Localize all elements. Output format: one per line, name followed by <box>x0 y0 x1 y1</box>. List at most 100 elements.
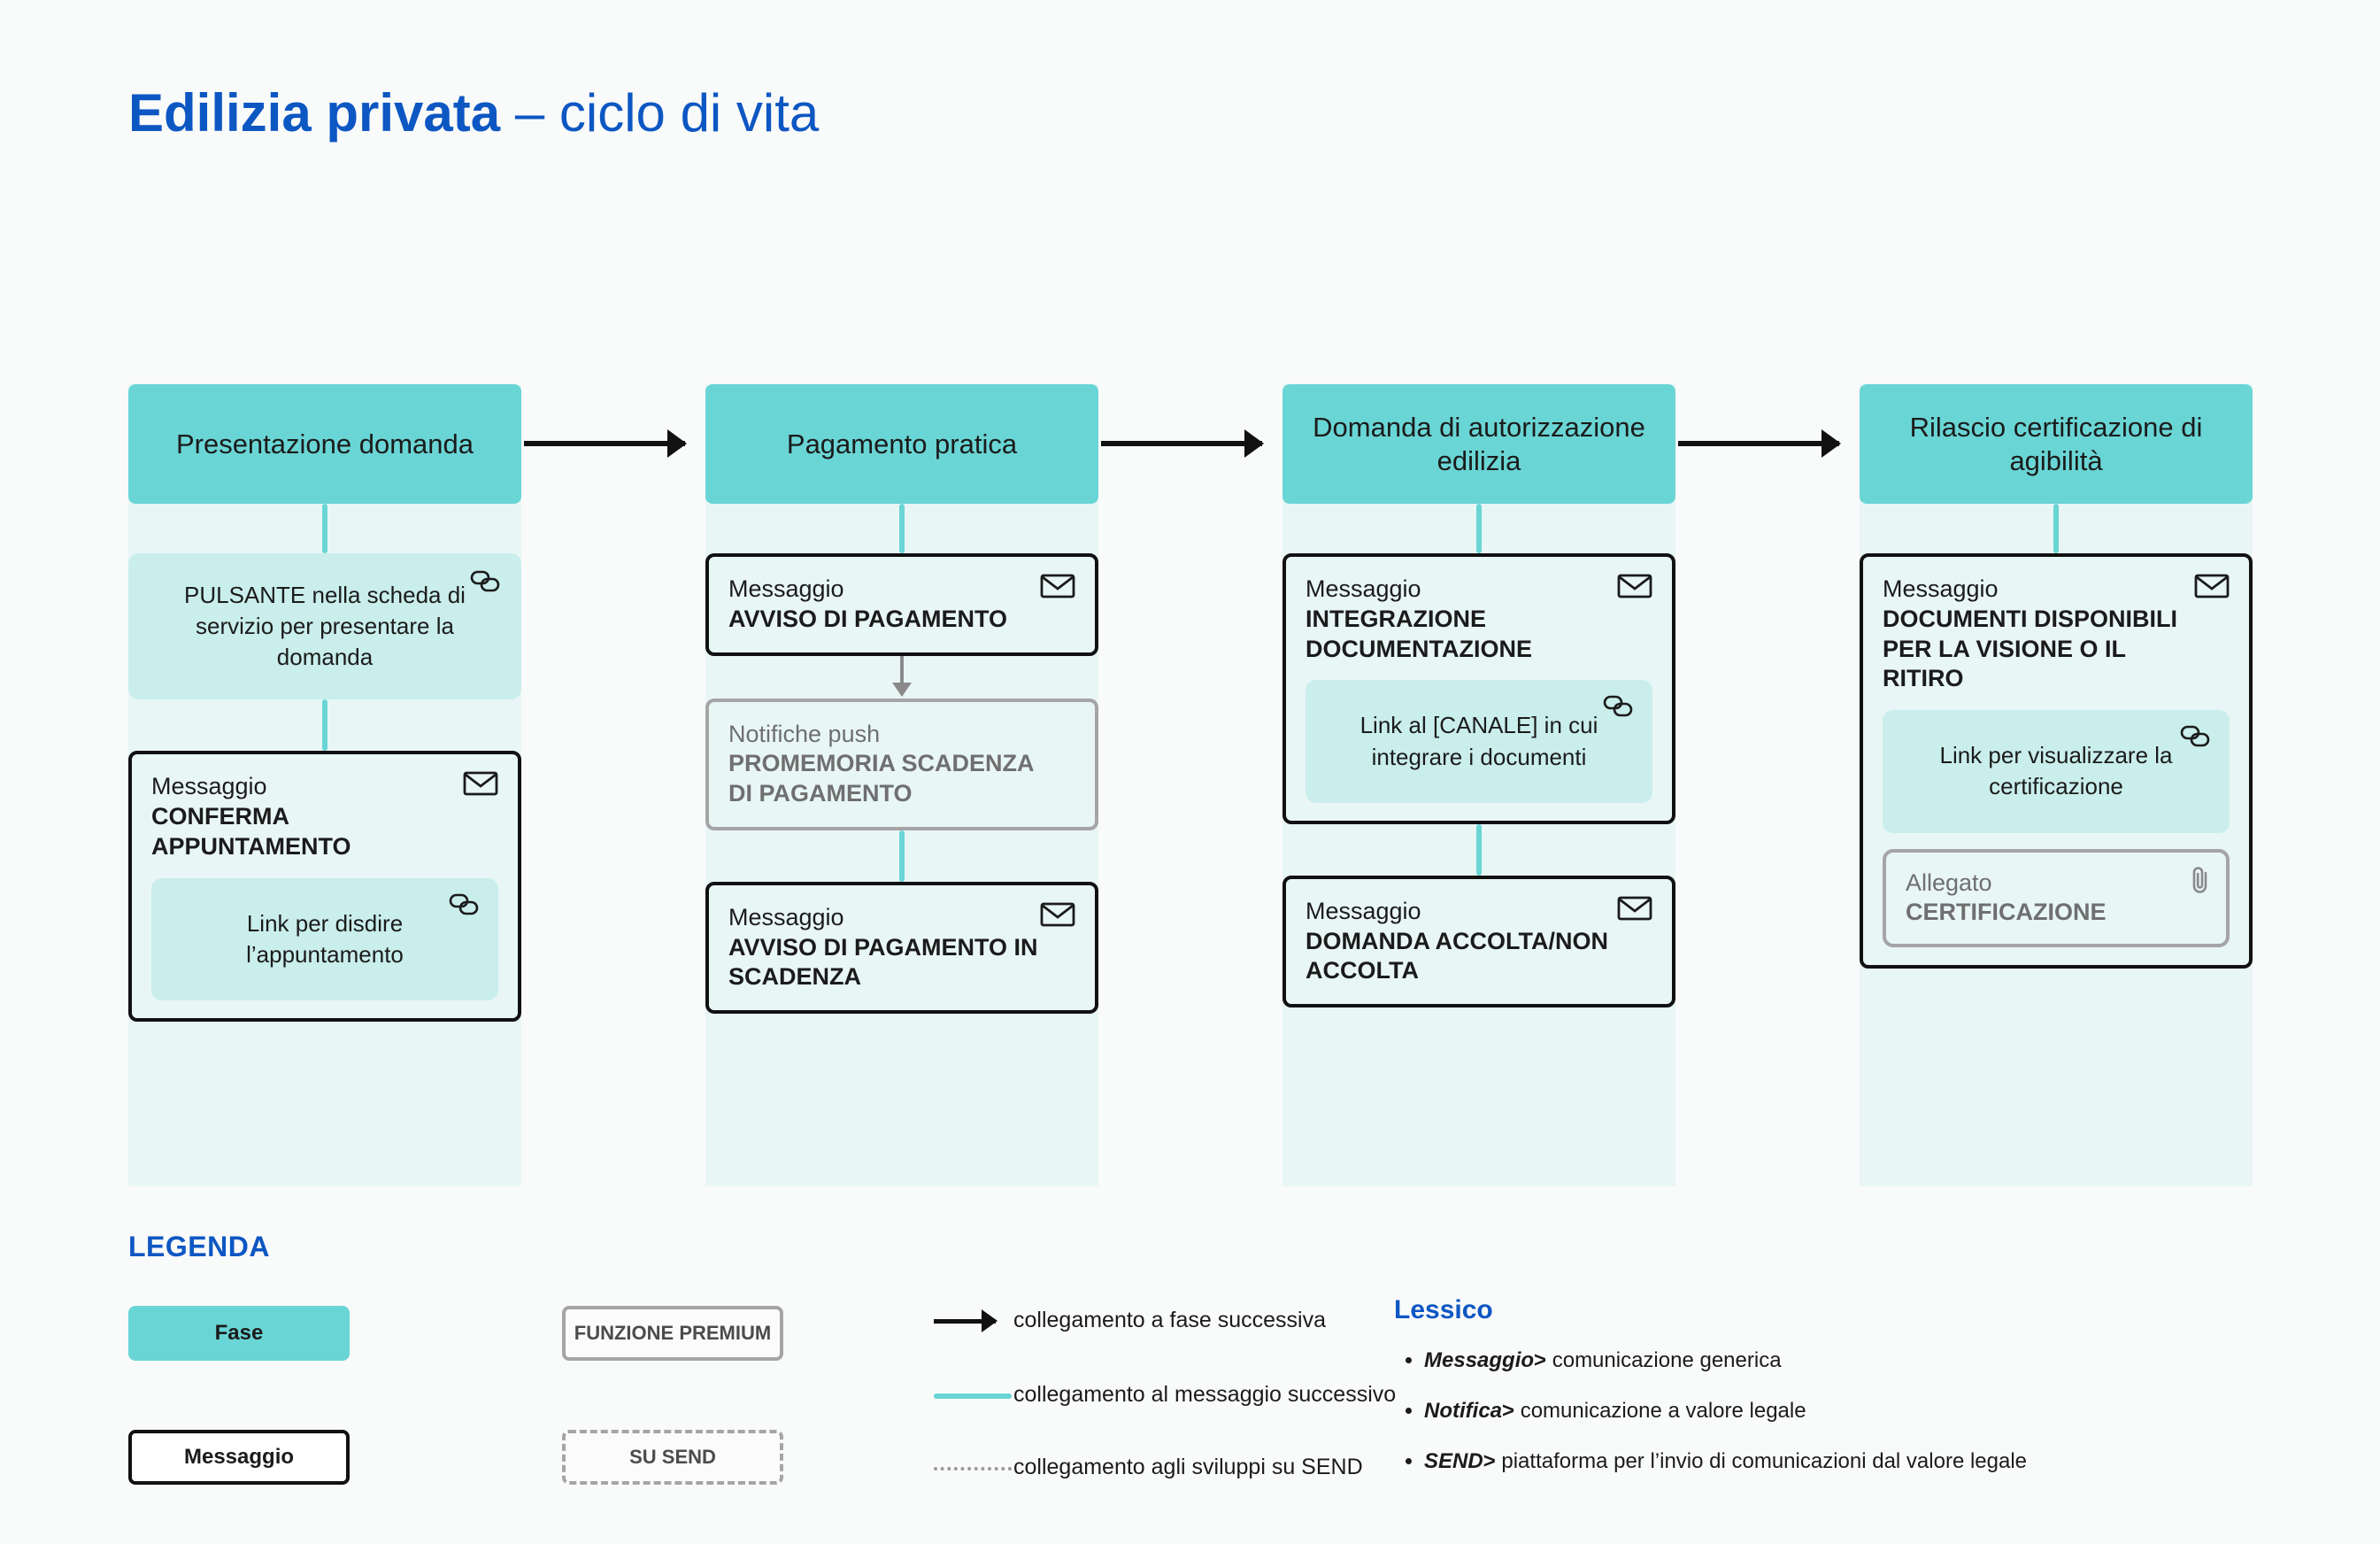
arrow-line-icon <box>934 1309 997 1332</box>
attachment-kind: Allegato <box>1906 868 1992 896</box>
link-block-pulsante[interactable]: PULSANTE nella scheda di servizio per pr… <box>128 553 521 700</box>
inner-link-block[interactable]: Link per visualizzare la certificazione <box>1883 710 2230 833</box>
phase-arrow-1 <box>524 429 687 458</box>
link-block-text: PULSANTE nella scheda di servizio per pr… <box>184 582 466 671</box>
phase-header-2[interactable]: Pagamento pratica <box>705 384 1098 504</box>
cyan-connector <box>1476 504 1482 553</box>
lessico-term: SEND <box>1424 1448 1483 1473</box>
inner-link-text: Link al [CANALE] in cui integrare i docu… <box>1359 712 1598 770</box>
envelope-icon <box>1617 573 1652 604</box>
phase-column-4: Rilascio certificazione di agibilità Mes… <box>1860 384 2253 1186</box>
message-card-avviso-pagamento[interactable]: Messaggio AVVISO DI PAGAMENTO <box>705 553 1098 656</box>
arrow-head-icon <box>1822 429 1841 458</box>
legend-swatch-label: Fase <box>214 1321 264 1345</box>
phase-header-3[interactable]: Domanda di autorizzazione edilizia <box>1282 384 1675 504</box>
legend-swatch-label: FUNZIONE PREMIUM <box>574 1322 772 1344</box>
inner-link-block[interactable]: Link al [CANALE] in cui integrare i docu… <box>1306 680 1652 803</box>
lessico-definition: piattaforma per l’invio di comunicazioni… <box>1495 1448 2028 1473</box>
lessico-gt: > <box>1534 1348 1547 1372</box>
page-title-strong: Edilizia privata <box>128 83 501 143</box>
legend-swatch-su-send: SU SEND <box>562 1430 783 1485</box>
message-kind: Messaggio <box>1883 575 1999 602</box>
legend-swatch-messaggio: Messaggio <box>128 1430 350 1485</box>
cyan-connector <box>322 504 327 553</box>
legend-swatch-funzione-premium: FUNZIONE PREMIUM <box>562 1306 783 1361</box>
message-name: DOCUMENTI DISPONIBILI PER LA VISIONE O I… <box>1883 605 2178 692</box>
legend-swatch-label: SU SEND <box>629 1446 716 1468</box>
lessico-term: Notifica <box>1424 1398 1503 1423</box>
link-icon <box>2180 724 2210 757</box>
message-kind: Messaggio <box>1306 575 1421 602</box>
lessico-gt: > <box>1483 1448 1496 1473</box>
phase-header-1[interactable]: Presentazione domanda <box>128 384 521 504</box>
legend-swatch-fase: Fase <box>128 1306 350 1361</box>
link-icon <box>470 569 500 602</box>
message-card-conferma-appuntamento[interactable]: Messaggio CONFERMA APPUNTAMENTO Link per… <box>128 751 521 1023</box>
lessico-definition: comunicazione generica <box>1546 1348 1782 1372</box>
message-card-domanda-accolta[interactable]: Messaggio DOMANDA ACCOLTA/NON ACCOLTA <box>1282 875 1675 1008</box>
envelope-icon <box>463 770 498 801</box>
envelope-icon <box>1617 895 1652 926</box>
cyan-connector <box>2053 504 2059 553</box>
message-kind: Messaggio <box>151 773 267 800</box>
phase-column-2: Pagamento pratica Messaggio AVVISO DI PA… <box>705 384 1098 1186</box>
message-card-avviso-in-scadenza[interactable]: Messaggio AVVISO DI PAGAMENTO IN SCADENZ… <box>705 881 1098 1014</box>
push-name: PROMEMORIA SCADENZA DI PAGAMENTO <box>728 750 1034 807</box>
inner-link-block[interactable]: Link per disdire l’appuntamento <box>151 877 498 1001</box>
lessico-list: Messaggio> comunicazione generica Notifi… <box>1394 1348 2279 1474</box>
phase-column-3: Domanda di autorizzazione edilizia Messa… <box>1282 384 1675 1186</box>
cyan-connector <box>1476 823 1482 876</box>
arrow-head-icon <box>892 682 912 697</box>
lessico-item: Messaggio> comunicazione generica <box>1424 1348 2279 1374</box>
lessico-title: Lessico <box>1394 1295 1493 1324</box>
inner-link-text: Link per disdire l’appuntamento <box>246 909 404 968</box>
message-name: AVVISO DI PAGAMENTO IN SCADENZA <box>728 933 1038 991</box>
lessico-item: SEND> piattaforma per l’invio di comunic… <box>1424 1449 2279 1475</box>
cyan-line-icon <box>934 1393 1012 1399</box>
message-card-documenti-disponibili[interactable]: Messaggio DOCUMENTI DISPONIBILI PER LA V… <box>1860 553 2253 969</box>
arrow-head-icon <box>667 429 687 458</box>
phase-header-4[interactable]: Rilascio certificazione di agibilità <box>1860 384 2253 504</box>
paperclip-icon <box>2189 865 2212 899</box>
legend-grid: Fase FUNZIONE PREMIUM Messaggio SU SEND … <box>128 1295 2270 1509</box>
message-kind: Messaggio <box>1306 897 1421 924</box>
arrow-head-icon <box>982 1309 997 1332</box>
attachment-block-certificazione[interactable]: Allegato CERTIFICAZIONE <box>1883 848 2230 948</box>
message-kind: Messaggio <box>728 903 844 930</box>
link-icon <box>1603 694 1633 727</box>
phase-title: Pagamento pratica <box>786 428 1018 459</box>
phase-column-1: Presentazione domanda PULSANTE nella sch… <box>128 384 521 1186</box>
phase-body-4: Messaggio DOCUMENTI DISPONIBILI PER LA V… <box>1860 504 2253 1186</box>
cyan-connector <box>899 830 905 882</box>
push-kind: Notifiche push <box>728 720 881 747</box>
phase-body-1: PULSANTE nella scheda di servizio per pr… <box>128 504 521 1186</box>
phase-title: Rilascio certificazione di agibilità <box>1909 411 2203 476</box>
inner-link-text: Link per visualizzare la certificazione <box>1939 742 2173 800</box>
legend-line-arrow-black: collegamento a fase successiva <box>934 1308 1326 1333</box>
lessico-term: Messaggio <box>1424 1348 1535 1372</box>
lessico-section: Lessico Messaggio> comunicazione generic… <box>1394 1295 2279 1499</box>
message-card-integrazione-documentazione[interactable]: Messaggio INTEGRAZIONE DOCUMENTAZIONE Li… <box>1282 553 1675 824</box>
message-kind: Messaggio <box>728 575 844 602</box>
cyan-connector <box>322 699 327 752</box>
arrow-stem <box>900 655 904 690</box>
arrow-head-icon <box>1244 429 1264 458</box>
dotted-line-icon <box>934 1467 1012 1471</box>
legend-line-label: collegamento a fase successiva <box>1013 1308 1326 1332</box>
lessico-definition: comunicazione a valore legale <box>1514 1398 1806 1423</box>
push-card-promemoria[interactable]: Notifiche push PROMEMORIA SCADENZA DI PA… <box>705 698 1098 830</box>
envelope-icon <box>1040 573 1075 604</box>
legend-line-cyan: collegamento al messaggio successivo <box>934 1382 1396 1408</box>
message-name: AVVISO DI PAGAMENTO <box>728 605 1008 632</box>
envelope-icon <box>1040 901 1075 932</box>
message-name: INTEGRAZIONE DOCUMENTAZIONE <box>1306 605 1532 662</box>
legend: LEGENDA Fase FUNZIONE PREMIUM Messaggio … <box>128 1231 2270 1509</box>
legend-line-label: collegamento agli sviluppi su SEND <box>1013 1455 1363 1479</box>
legend-line-dotted: collegamento agli sviluppi su SEND <box>934 1455 1363 1480</box>
link-icon <box>449 892 479 925</box>
message-name: DOMANDA ACCOLTA/NON ACCOLTA <box>1306 927 1608 984</box>
page-title-light: – ciclo di vita <box>500 83 820 143</box>
phase-body-2: Messaggio AVVISO DI PAGAMENTO Notifiche … <box>705 504 1098 1186</box>
lessico-item: Notifica> comunicazione a valore legale <box>1424 1399 2279 1424</box>
